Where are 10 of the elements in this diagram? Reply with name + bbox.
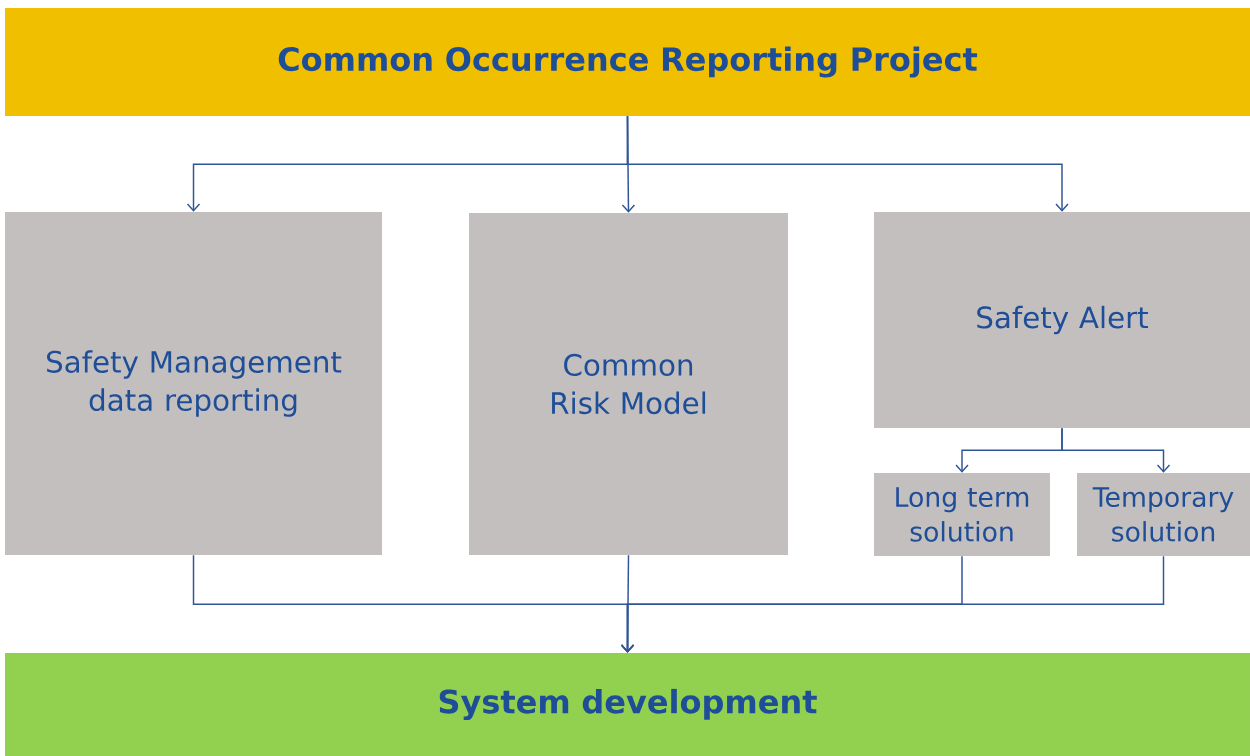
arrow [1061,427,1171,473]
arrow [626,115,1069,212]
title-band: Common Occurrence Reporting Project [5,8,1250,116]
result-band: System development [5,653,1250,756]
process-box: Safety Alert [874,212,1250,428]
process-box: Common Risk Model [469,213,788,555]
process-box: Safety Management data reporting [5,212,382,555]
arrow [620,555,1165,653]
process-box: Long term solution [874,473,1050,556]
process-box: Temporary solution [1077,473,1250,556]
